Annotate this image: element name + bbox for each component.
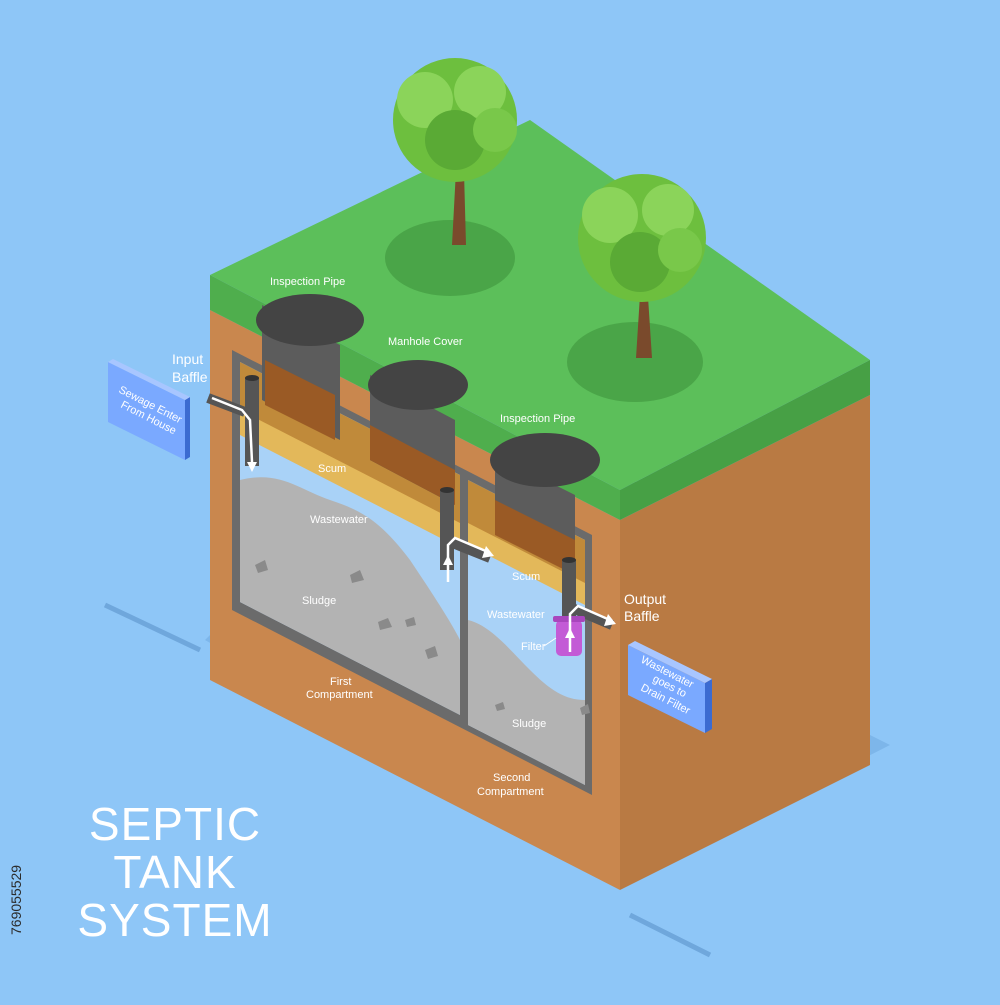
page-title: SEPTIC TANK SYSTEM — [60, 800, 290, 944]
label-first-compartment-2: Compartment — [306, 689, 373, 701]
sewage-sign — [108, 359, 190, 460]
label-input-baffle-1: Input — [172, 351, 203, 367]
stock-id: 769055529 — [8, 865, 24, 935]
label-inspection-pipe-2: Inspection Pipe — [500, 413, 575, 425]
inspection-pipe-1 — [256, 294, 364, 440]
label-second-compartment-1: Second — [493, 772, 530, 784]
drain-sign — [628, 641, 712, 733]
label-output-baffle-2: Baffle — [624, 608, 660, 624]
inspection-pipe-2 — [490, 433, 600, 575]
label-wastewater-1: Wastewater — [310, 514, 368, 526]
tree-shadow — [385, 220, 515, 296]
label-sludge-1: Sludge — [302, 595, 336, 607]
shadow-line — [103, 602, 202, 653]
label-filter: Filter — [521, 641, 546, 653]
label-first-compartment-1: First — [330, 676, 351, 688]
grass-top — [210, 120, 870, 490]
manhole-cover — [368, 360, 468, 505]
tree-shadow — [567, 322, 703, 402]
soil-side-face — [620, 395, 870, 890]
label-manhole-cover: Manhole Cover — [388, 336, 463, 348]
label-wastewater-2: Wastewater — [487, 609, 545, 621]
label-scum-1: Scum — [318, 463, 346, 475]
title-line-3: SYSTEM — [77, 894, 273, 946]
label-scum-2: Scum — [512, 571, 540, 583]
label-output-baffle-1: Output — [624, 591, 666, 607]
label-sludge-2: Sludge — [512, 718, 546, 730]
title-line-1: SEPTIC — [88, 798, 262, 850]
grass-side-edge — [620, 360, 870, 520]
label-second-compartment-2: Compartment — [477, 786, 544, 798]
title-line-2: TANK — [113, 846, 237, 898]
stock-id-vertical: 769055529 — [8, 865, 24, 935]
label-inspection-pipe-1: Inspection Pipe — [270, 276, 345, 288]
arrow-head — [247, 462, 616, 638]
filter-pointer — [543, 637, 557, 647]
shadow-line — [628, 912, 712, 958]
tree-icon — [393, 58, 517, 245]
tree-icon — [578, 174, 706, 358]
rock-icon — [255, 560, 590, 715]
label-input-baffle-2: Baffle — [172, 369, 208, 385]
